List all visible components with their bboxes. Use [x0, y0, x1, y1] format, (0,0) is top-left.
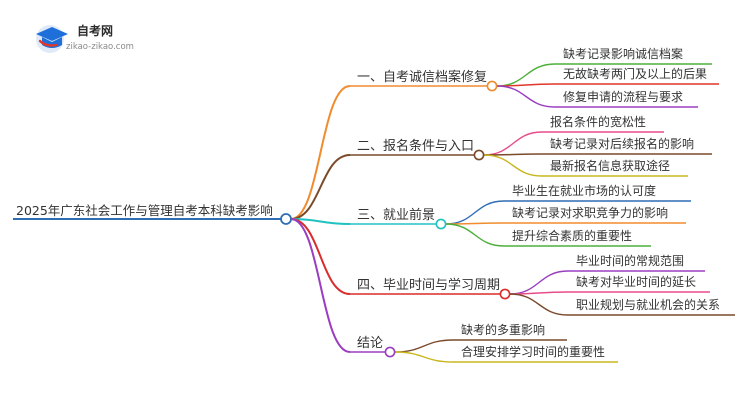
leaf-topic: 毕业生在就业市场的认可度: [512, 183, 656, 198]
leaf-connector: [496, 63, 556, 87]
leaf-topic: 缺考的多重影响: [461, 322, 545, 337]
leaf-topic: 毕业时间的常规范围: [576, 253, 684, 268]
leaf-topic: 缺考记录影响诚信档案: [563, 46, 683, 61]
connector-lines: [13, 63, 735, 363]
root-topic: 2025年广东社会工作与管理自考本科缺考影响: [16, 203, 273, 218]
leaf-connector: [509, 293, 569, 316]
branch-topic-5: 结论: [357, 336, 383, 351]
branch-node-circle: [473, 149, 485, 161]
leaf-topic: 缺考记录对后续报名的影响: [550, 136, 694, 151]
leaf-connector: [496, 85, 556, 108]
graduation-cap-icon: [36, 25, 68, 53]
branch-topic-3: 三、就业前景: [357, 207, 435, 223]
branch-connector: [290, 218, 351, 295]
leaf-topic: 无故缺考两门及以上的后果: [563, 66, 707, 81]
leaf-connector: [509, 270, 569, 295]
logo-url: zikao-zikao.com: [66, 42, 134, 52]
branch-connector: [290, 218, 351, 353]
branch-connector: [290, 154, 351, 220]
root-node-circle: [280, 213, 292, 225]
leaf-topic: 修复申请的流程与要求: [563, 89, 683, 104]
logo: 自考网 zikao-zikao.com: [36, 23, 134, 53]
branch-node-circle: [486, 80, 498, 92]
leaf-topic: 缺考记录对求职竞争力的影响: [512, 205, 668, 220]
leaf-topic: 提升综合素质的重要性: [512, 228, 632, 243]
leaf-topic: 报名条件的宽松性: [550, 114, 646, 129]
leaf-topic: 最新报名信息获取途径: [550, 158, 670, 173]
branch-node-circle: [435, 218, 447, 230]
leaf-connector: [394, 339, 454, 353]
leaf-topic: 合理安排学习时间的重要性: [461, 344, 605, 359]
logo-title: 自考网: [77, 23, 113, 38]
leaf-topic: 缺考对毕业时间的延长: [576, 274, 696, 289]
branch-topic-4: 四、毕业时间与学习周期: [357, 277, 500, 293]
leaf-connector: [445, 200, 505, 225]
mindmap-nodes: 2025年广东社会工作与管理自考本科缺考影响 一、自考诚信档案修复 缺考记录影响诚信…: [16, 46, 720, 359]
branch-node-circle: [384, 346, 396, 358]
leaf-connector: [483, 131, 543, 156]
leaf-connector: [445, 223, 505, 247]
leaf-connector: [394, 351, 454, 363]
branch-node-circle: [499, 288, 511, 300]
branch-connector: [290, 218, 351, 225]
branch-topic-2: 二、报名条件与入口: [357, 138, 474, 154]
branch-connector: [290, 85, 351, 220]
leaf-connector: [483, 154, 543, 177]
leaf-topic: 职业规划与就业机会的关系: [576, 297, 720, 312]
branch-topic-1: 一、自考诚信档案修复: [357, 70, 487, 85]
